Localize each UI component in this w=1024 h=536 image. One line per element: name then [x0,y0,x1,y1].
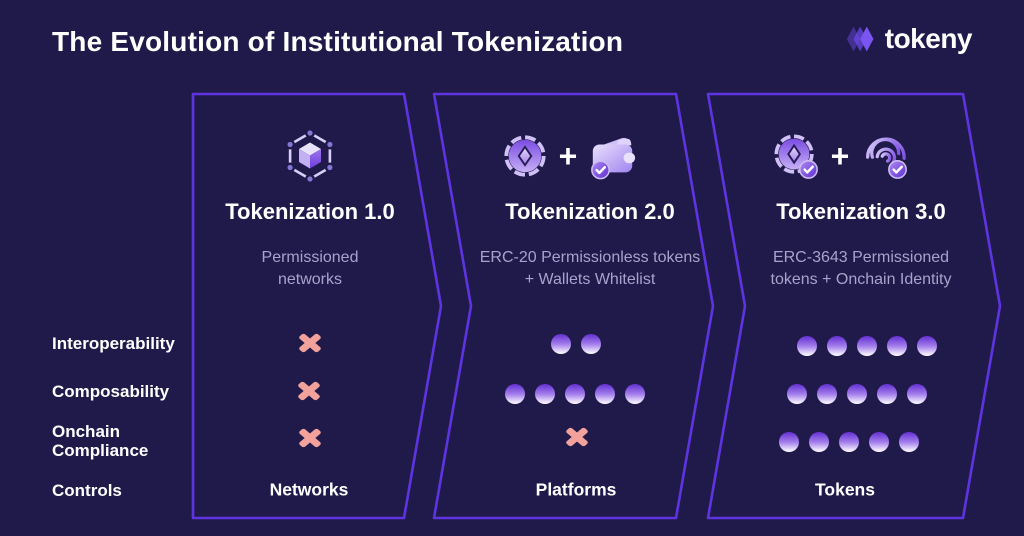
score-dot [797,336,817,356]
tokeny-logo-icon [846,26,874,52]
cross-icon [566,427,588,447]
score-dot [917,336,937,356]
score-dot [809,432,829,452]
score-dot [847,384,867,404]
subtitle-line: networks [277,271,343,288]
page-title: The Evolution of Institutional Tokenizat… [52,26,624,57]
column-subtitle: ERC-3643 Permissioned tokens + Onchain I… [736,247,986,291]
cell-col1-composability [296,380,322,402]
column-header-tokenization-1: Tokenization 1.0 Permissioned networks [200,120,420,291]
column-title: Tokenization 3.0 [776,199,946,224]
cell-col2-interoperability [551,334,601,354]
control-value-platforms: Platforms [535,479,617,500]
score-dot [887,336,907,356]
network-cube-icon [285,127,335,185]
column-title: Tokenization 1.0 [225,199,395,224]
score-dot [505,384,525,404]
score-dot [581,334,601,354]
panel-2-outline [432,92,715,520]
row-label-interoperability: Interoperability [52,334,175,353]
column-header-tokenization-2: + Tokenization 2.0 ERC-20 Permissionless… [460,120,720,291]
score-dot [899,432,919,452]
subtitle-line: Permissioned [261,249,359,266]
score-dot [869,432,889,452]
row-label-onchain-compliance: Onchain Compliance [52,422,149,460]
cross-icon [298,381,320,401]
cell-col2-composability [505,384,645,404]
cross-icon [299,333,321,353]
column-header-tokenization-3: + Tokenization 3.0 ERC-3643 Permissioned… [736,120,986,291]
score-dot [779,432,799,452]
score-dot [787,384,807,404]
token-coin-check-icon [774,134,819,180]
score-dot [595,384,615,404]
subtitle-line: + Wallets Whitelist [524,271,656,288]
wallet-check-icon [590,137,636,180]
score-dot [857,336,877,356]
cell-col1-interoperability [297,332,323,354]
control-value-tokens: Tokens [815,479,875,500]
cell-col1-onchain-compliance [297,427,323,449]
cross-icon [299,428,321,448]
brand-logo: tokeny [844,20,973,58]
score-dot [817,384,837,404]
column-title: Tokenization 2.0 [505,199,675,224]
score-dot [625,384,645,404]
row-label-composability: Composability [52,382,170,401]
panel-3-outline [706,92,1002,520]
plus-sign: + [830,138,850,174]
score-dot [565,384,585,404]
score-dot [551,334,571,354]
row-label-controls: Controls [52,481,122,500]
subtitle-line: ERC-3643 Permissioned [772,249,950,266]
fingerprint-check-icon [866,137,908,180]
cell-col3-onchain-compliance [779,432,919,452]
column-3-icon-row: + [716,120,966,192]
column-subtitle: Permissioned networks [200,247,420,291]
score-dot [839,432,859,452]
subtitle-line: tokens + Onchain Identity [770,271,952,288]
subtitle-line: ERC-20 Permissionless tokens [479,249,701,266]
score-dot [907,384,927,404]
column-1-icon-row [200,120,420,192]
score-dot [877,384,897,404]
score-dot [827,336,847,356]
column-subtitle: ERC-20 Permissionless tokens + Wallets W… [460,247,720,291]
cell-col3-composability [787,384,927,404]
token-coin-icon [504,135,546,177]
column-2-icon-row: + [440,120,700,192]
brand-name: tokeny [884,23,973,54]
plus-sign: + [558,138,578,174]
panel-1-outline [191,92,443,520]
cell-col2-onchain-compliance [564,426,590,448]
control-value-networks: Networks [269,479,349,500]
cell-col3-interoperability [797,336,937,356]
score-dot [535,384,555,404]
